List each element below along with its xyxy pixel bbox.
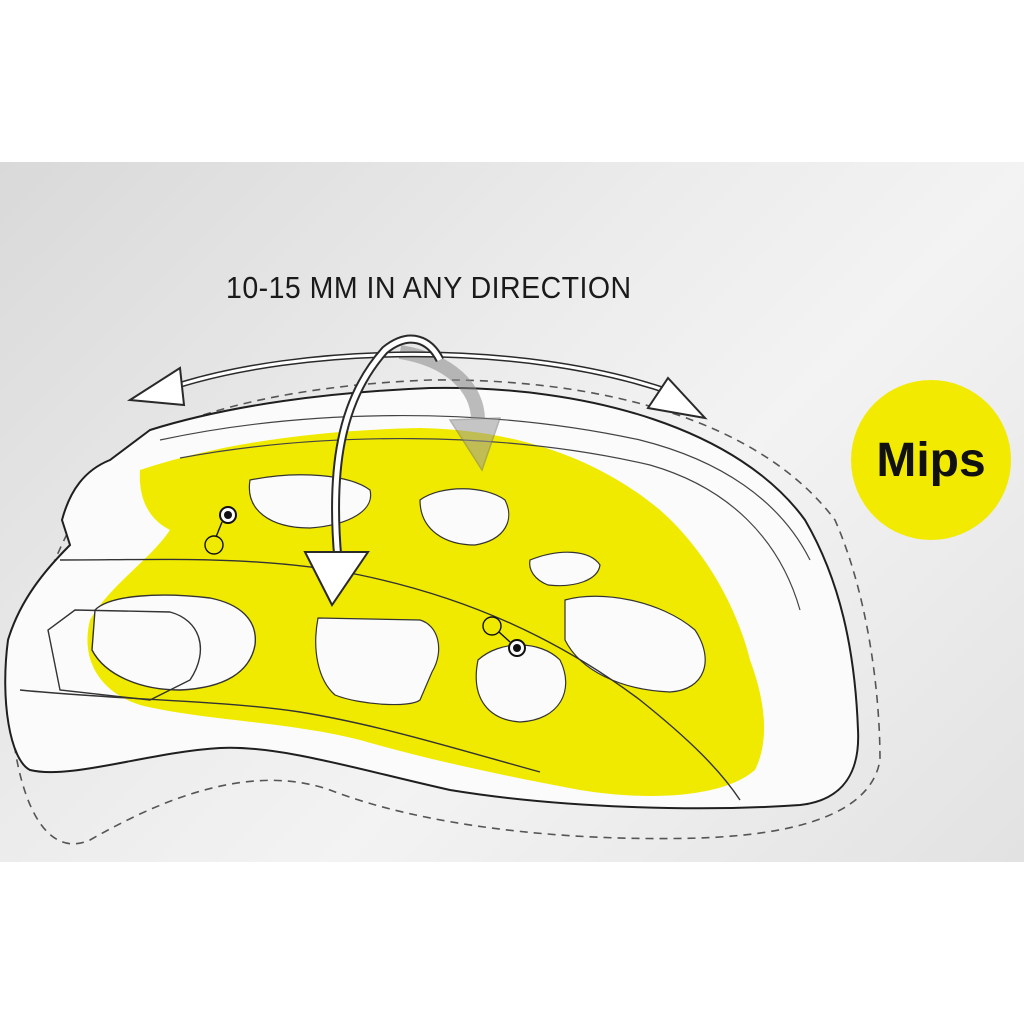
shell-vent-line-4 [19, 689, 541, 773]
front-vent [47, 609, 201, 701]
liner-vent-6 [564, 595, 706, 693]
shell-vent-line-2 [179, 438, 801, 611]
displacement-caption: 10-15 MM IN ANY DIRECTION [226, 270, 632, 305]
strap-anchor-front [204, 506, 237, 555]
mips-liner [87, 428, 765, 796]
liner-vent-7 [529, 551, 601, 587]
liner-vent-4 [419, 488, 510, 546]
vertical-curved-arrow [303, 334, 445, 607]
liner-vent-3 [475, 644, 567, 723]
shell-vent-line-1 [159, 414, 811, 561]
strap-anchor-rear [482, 616, 526, 657]
shell-vent-line-3 [59, 558, 741, 801]
liner-vent-2 [315, 617, 440, 706]
mips-badge: Mips [851, 380, 1011, 540]
mips-logo-text: Mips [876, 433, 986, 487]
horizontal-double-arrow [127, 351, 708, 420]
liner-vent-1 [91, 594, 256, 691]
